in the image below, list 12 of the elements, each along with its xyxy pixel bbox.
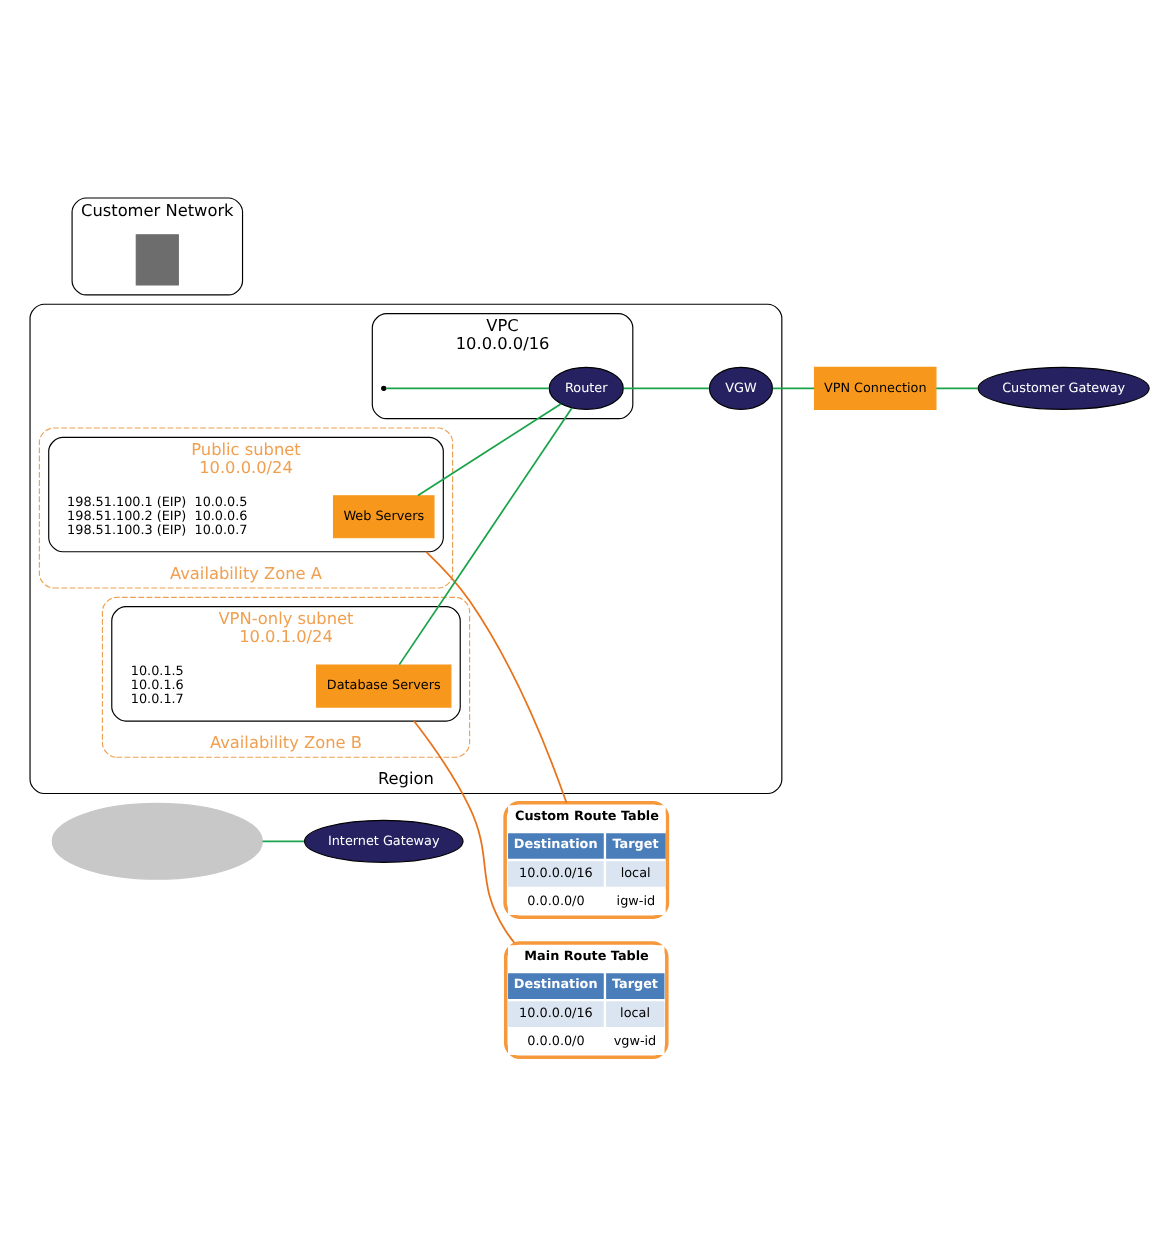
connector: [417, 403, 562, 497]
connector: [425, 550, 568, 804]
connector: [398, 407, 573, 666]
connector: [771, 387, 815, 390]
node-cloud: [51, 802, 263, 880]
connector: [413, 720, 516, 944]
connector: [935, 387, 979, 390]
node-box: [135, 234, 179, 286]
connector: [261, 840, 305, 843]
connector: [622, 387, 710, 390]
connector: [385, 387, 550, 390]
cluster: Customer Network: [71, 197, 244, 296]
